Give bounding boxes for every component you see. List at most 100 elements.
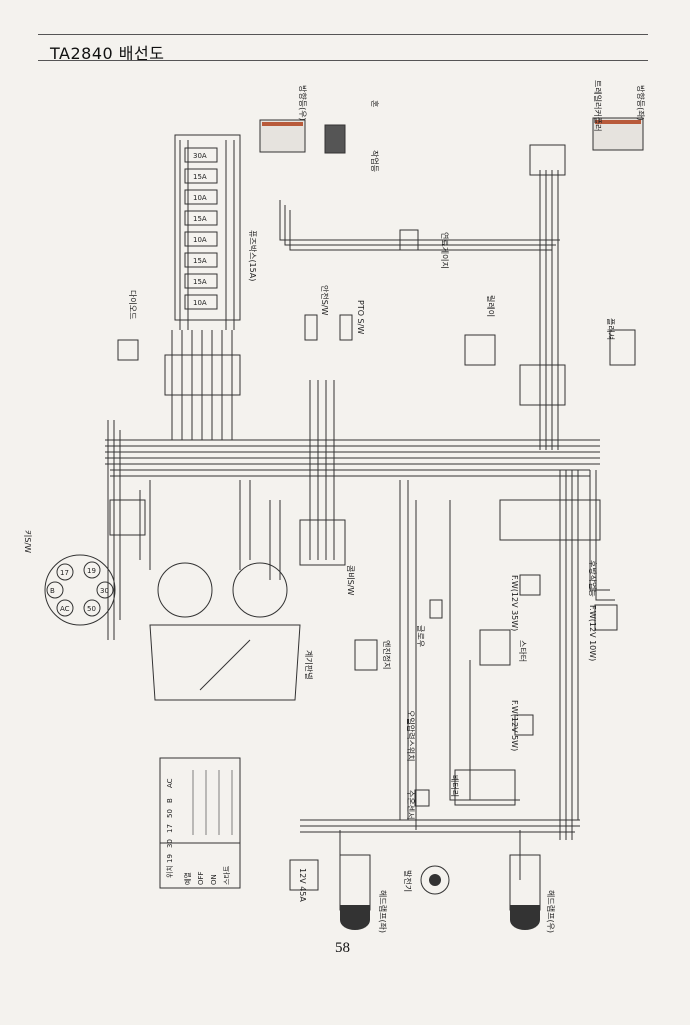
- page-number: 58: [335, 940, 350, 956]
- key-terminal: [46, 581, 64, 599]
- fuse: [184, 168, 218, 184]
- key-terminal-label: 50: [87, 605, 96, 613]
- rear-work-light-label: 후방작업등: [588, 560, 598, 597]
- starter-label: 스타터: [518, 640, 527, 662]
- glow-plug-label: 글로우: [416, 625, 425, 647]
- key-terminal-label: 17: [60, 569, 69, 577]
- key-terminal: [56, 563, 74, 581]
- headlamp-left-connector: [339, 854, 371, 911]
- header-rule-top: [38, 34, 648, 35]
- safety-switch-label: 안전S/W: [320, 285, 330, 315]
- fuse-box-label: 퓨즈박스(15A): [248, 230, 258, 281]
- instrument-panel: [149, 624, 301, 701]
- trailer-coupler-label: 트레일러커플러: [593, 80, 602, 132]
- header-rule-bottom: [38, 60, 648, 61]
- battery: [454, 769, 516, 806]
- oil-pressure-switch-label: 오일압력스위치: [406, 710, 416, 762]
- pto-switch: [339, 314, 353, 341]
- lower-right-connector: [499, 499, 601, 541]
- turn-signal-lens-right: [262, 122, 303, 126]
- key-terminal-label: 30: [100, 587, 109, 595]
- key-table-header: AC: [166, 778, 174, 788]
- fuse: [184, 252, 218, 268]
- engine-stop-solenoid-label: 엔진정지: [382, 640, 392, 669]
- key-table-row: 예열: [183, 872, 192, 885]
- fuse: [184, 210, 218, 226]
- key-table-row: OFF: [197, 871, 205, 885]
- trailer-coupler-connector: [529, 144, 566, 176]
- fuse: [184, 294, 218, 310]
- turn-signal-front-left-label: 방향등(좌): [636, 85, 646, 121]
- key-terminal-label: AC: [60, 605, 70, 613]
- gauge-left: [157, 562, 213, 618]
- work-lamp-rear: [519, 574, 541, 596]
- headlamp-left-label: 헤드램프(좌): [378, 890, 388, 933]
- key-table-header: 19: [166, 854, 174, 863]
- key-table-row: ON: [210, 874, 218, 885]
- key-table-header: 50: [166, 809, 174, 818]
- relay: [464, 334, 496, 366]
- key-terminal-label: B: [50, 587, 55, 595]
- battery-label: 배터리: [450, 775, 459, 797]
- key-switch: [44, 554, 116, 626]
- water-temp-sender: [414, 789, 430, 807]
- fuse-value: 15A: [193, 257, 207, 265]
- front-combination-lamp: [514, 714, 534, 736]
- alternator: [420, 865, 450, 895]
- combination-switch-label: 콤비S/W: [346, 565, 355, 595]
- wire-harness: [105, 140, 615, 880]
- key-terminal: [96, 581, 114, 599]
- fuse-value: 30A: [193, 152, 207, 160]
- generator-rating-box: [289, 859, 319, 891]
- headlamp-left: [340, 905, 370, 930]
- flasher: [609, 329, 636, 366]
- key-table-header: B: [166, 798, 174, 803]
- diode-label: 다이오드: [128, 290, 138, 319]
- key-terminal-label: 19: [87, 567, 96, 575]
- key-table-row: 스타트: [222, 865, 231, 885]
- key-table-header: 30: [166, 839, 174, 848]
- key-terminal: [56, 599, 74, 617]
- alternator-label: 발전기: [403, 870, 413, 892]
- instrument-panel-label: 계기판넬: [304, 650, 314, 679]
- turn-signal-front-right-label: 방향등(우): [298, 85, 308, 121]
- bulb-spec-c: F.W(12V 10W): [588, 605, 597, 661]
- main-connector: [164, 354, 241, 396]
- work-light-label: 작업등: [370, 150, 380, 172]
- headlamp-right: [510, 905, 540, 930]
- diode-block: [117, 339, 139, 361]
- fuse: [184, 189, 218, 205]
- key-table-header: 17: [166, 824, 174, 833]
- right-connector: [519, 364, 566, 406]
- horn: [324, 124, 346, 154]
- combination-switch-connector: [299, 519, 346, 566]
- fuse: [184, 231, 218, 247]
- bulb-spec-a: F.W(12V 35W): [510, 575, 519, 631]
- page-title: TA2840 배선도: [50, 44, 165, 63]
- fuse: [184, 147, 218, 163]
- fuse: [184, 273, 218, 289]
- fuse-value: 10A: [193, 194, 207, 202]
- key-terminal: [83, 561, 101, 579]
- key-switch-label: 키S/W: [23, 530, 32, 553]
- fuel-gauge-sender-label: 연료게이지: [440, 232, 450, 269]
- key-terminal: [83, 599, 101, 617]
- relay-label: 릴레이: [486, 295, 496, 317]
- fuse-value: 10A: [193, 236, 207, 244]
- bulb-spec-b: F.W(12V 5W): [510, 700, 519, 751]
- water-temp-sender-label: 수온센서: [406, 790, 416, 819]
- engine-stop-solenoid: [354, 639, 378, 671]
- horn-label: 혼: [370, 100, 380, 107]
- fuse-value: 15A: [193, 278, 207, 286]
- flasher-label: 플래셔: [606, 318, 615, 340]
- fuse-value: 15A: [193, 215, 207, 223]
- alternator-pulley: [429, 874, 441, 886]
- light-switch-connector: [109, 499, 146, 536]
- safety-switch: [304, 314, 318, 341]
- pto-switch-label: PTO S/W: [356, 300, 365, 334]
- fuel-gauge-sender: [399, 229, 419, 251]
- fuse-value: 10A: [193, 299, 207, 307]
